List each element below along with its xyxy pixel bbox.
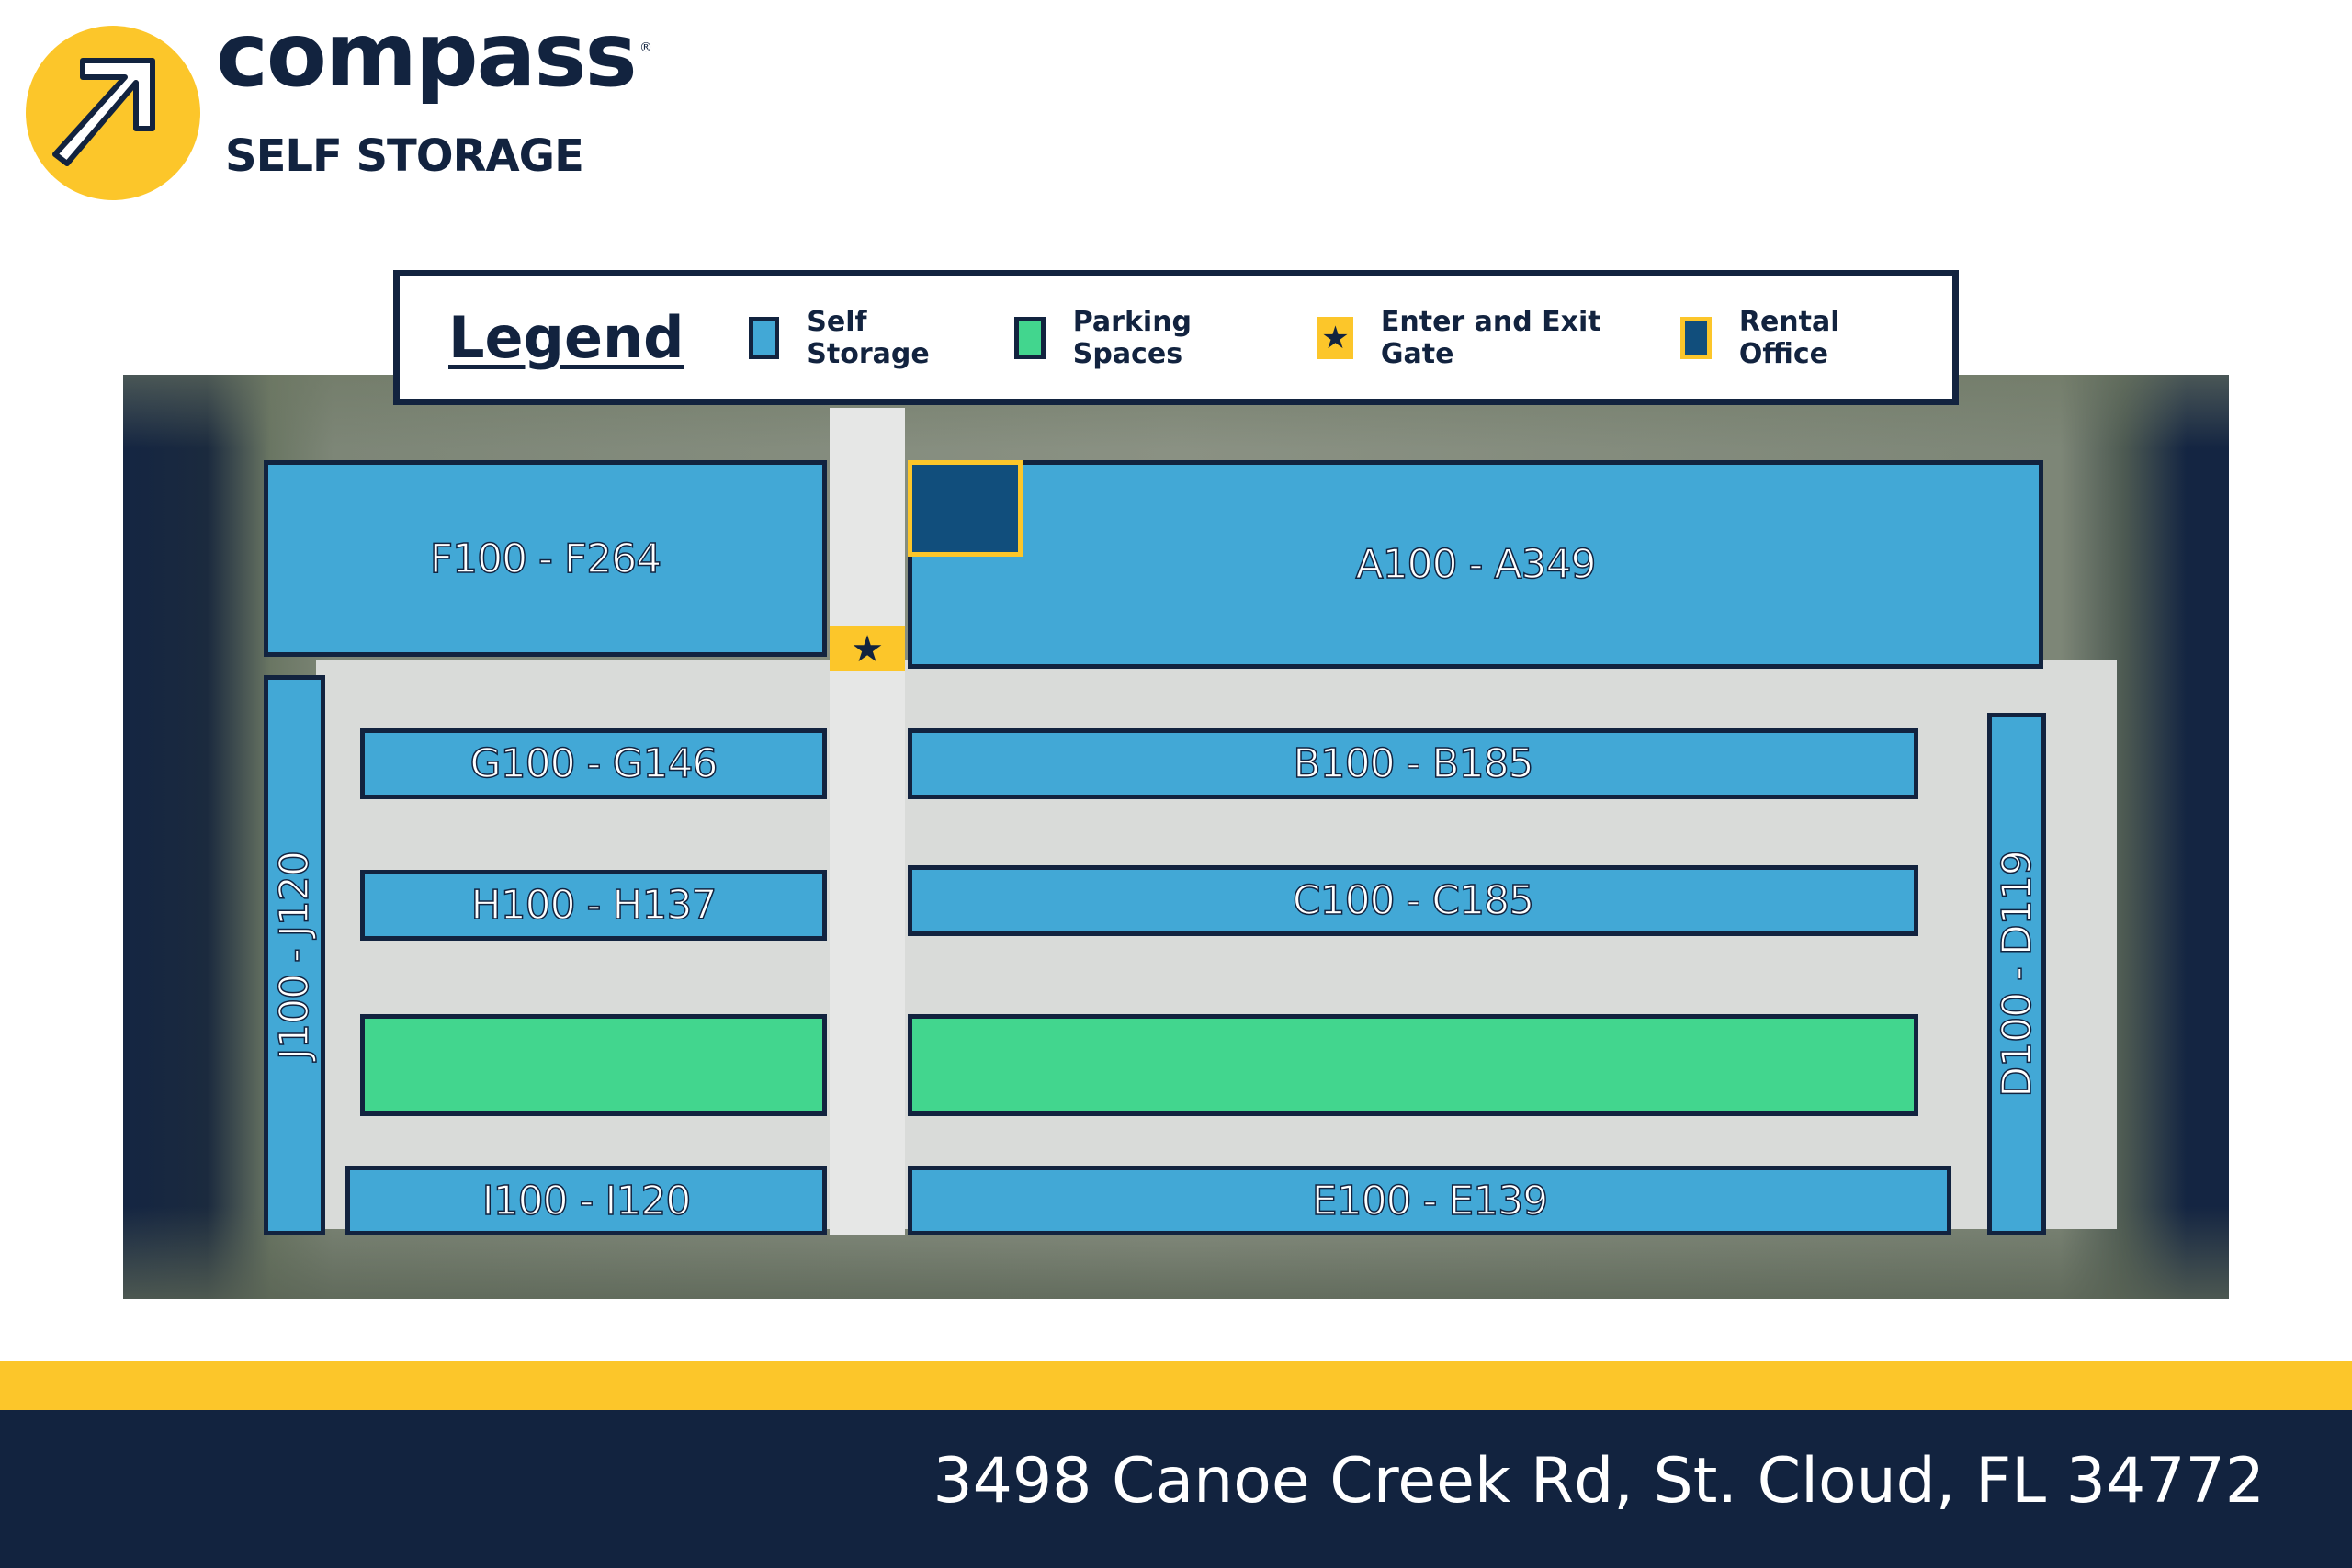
legend-item-parking: Parking Spaces: [1013, 305, 1262, 370]
entry-road: [830, 408, 905, 1235]
building-b[interactable]: B100 - B185: [908, 728, 1918, 799]
building-label: E100 - E139: [1311, 1177, 1549, 1225]
legend-label: Parking Spaces: [1072, 305, 1193, 370]
building-label: D100 - D119: [1993, 850, 2041, 1098]
legend-label: Rental Office: [1738, 305, 1840, 370]
parking-area-right[interactable]: [908, 1014, 1918, 1116]
brand-name: compass: [216, 4, 638, 107]
legend-title: Legend: [448, 304, 684, 371]
logo-badge: [26, 26, 200, 200]
rental-office[interactable]: [908, 460, 1023, 557]
building-c[interactable]: C100 - C185: [908, 865, 1918, 936]
building-e[interactable]: E100 - E139: [908, 1166, 1951, 1235]
parking-swatch-icon: [1013, 316, 1046, 359]
registered-mark: ®: [639, 40, 652, 55]
legend-label: Enter and Exit Gate: [1380, 305, 1601, 370]
address: 3498 Canoe Creek Rd, St. Cloud, FL 34772: [933, 1445, 2265, 1517]
legend-item-self-storage: Self Storage: [748, 305, 959, 370]
parking-area-left[interactable]: [360, 1014, 827, 1116]
building-f[interactable]: F100 - F264: [264, 460, 827, 657]
legend-label: Self Storage: [807, 305, 930, 370]
building-label: B100 - B185: [1293, 739, 1535, 788]
legend: Legend Self Storage Parking Spaces ★ Ent…: [393, 270, 1959, 405]
building-g[interactable]: G100 - G146: [360, 728, 827, 799]
building-d[interactable]: D100 - D119: [1987, 713, 2046, 1235]
footer: [0, 1410, 2352, 1568]
brand-subtitle: SELF STORAGE: [225, 130, 584, 182]
gate-star-icon: ★: [830, 626, 905, 671]
self-storage-swatch-icon: [748, 316, 780, 359]
building-label: J100 - J120: [270, 851, 319, 1060]
arrow-up-right-icon: [52, 58, 155, 166]
building-h[interactable]: H100 - H137: [360, 870, 827, 941]
building-a[interactable]: A100 - A349: [908, 460, 2043, 669]
building-label: I100 - I120: [481, 1177, 692, 1225]
star-icon: ★: [1317, 316, 1353, 359]
building-j[interactable]: J100 - J120: [264, 675, 325, 1235]
building-label: A100 - A349: [1355, 540, 1598, 589]
building-label: C100 - C185: [1292, 876, 1535, 925]
building-label: G100 - G146: [469, 739, 719, 788]
building-i[interactable]: I100 - I120: [345, 1166, 827, 1235]
office-swatch-icon: [1680, 316, 1712, 359]
building-label: H100 - H137: [470, 881, 718, 930]
building-label: F100 - F264: [429, 535, 662, 583]
legend-item-office: Rental Office: [1680, 306, 1897, 370]
legend-item-gate: ★ Enter and Exit Gate: [1317, 306, 1625, 370]
yellow-stripe: [0, 1361, 2352, 1410]
